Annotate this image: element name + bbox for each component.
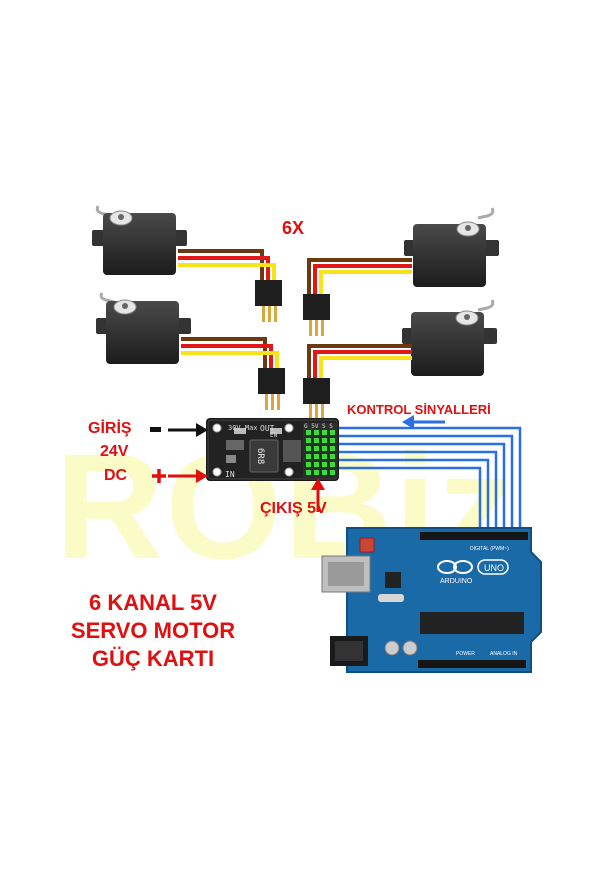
servo-motor-top-left: [92, 205, 187, 275]
header-pin: [306, 430, 311, 435]
servo-motor-bottom-left: [96, 292, 191, 364]
header-pin: [330, 446, 335, 451]
header-pin: [330, 438, 335, 443]
header-pin: [314, 438, 319, 443]
header-pin: [306, 462, 311, 467]
input-minus-arrow: [150, 423, 208, 437]
header-pin: [330, 430, 335, 435]
inductor-label: 6R8: [255, 448, 265, 464]
board-en-label: EN: [270, 432, 278, 439]
header-label: G 5V S S: [304, 423, 333, 430]
arduino-uno-board: [321, 527, 542, 673]
header-pin: [306, 470, 311, 475]
servo-cable-bottom-right: [307, 344, 412, 380]
header-pin: [314, 446, 319, 451]
input-label-line1: GİRİŞ: [88, 420, 132, 437]
servo-cable-bottom-left: [181, 337, 279, 370]
servo-count-label: 6X: [282, 218, 305, 238]
title-line3: GÜÇ KARTI: [91, 646, 215, 671]
arduino-name: ARDUINO: [440, 578, 473, 585]
header-pin: [314, 454, 319, 459]
board-in-label: IN: [225, 470, 235, 479]
header-pin: [314, 430, 319, 435]
header-pin: [322, 470, 327, 475]
servo-connector-2: [303, 294, 330, 336]
header-pin: [322, 446, 327, 451]
input-label-line3: DC: [104, 467, 128, 484]
arduino-power-label: POWER: [456, 651, 475, 657]
header-pin: [322, 454, 327, 459]
header-pin: [330, 462, 335, 467]
output-arrow: [311, 478, 325, 512]
header-pin: [322, 438, 327, 443]
control-signals-label: KONTROL SİNYALLERİ: [347, 402, 491, 417]
control-signal-arrow: [402, 415, 445, 429]
servo-connector-4: [303, 378, 330, 420]
header-pin: [306, 446, 311, 451]
arduino-analog-label: ANALOG IN: [490, 651, 518, 657]
header-pin: [330, 470, 335, 475]
input-label-line2: 24V: [100, 443, 129, 460]
control-signal-wires: [338, 426, 522, 528]
header-pin: [314, 462, 319, 467]
header-pin: [314, 470, 319, 475]
header-pin: [322, 462, 327, 467]
servo-motor-top-right: [404, 207, 499, 287]
board-max-label: 30V Max: [228, 424, 258, 432]
power-module-board: [206, 418, 339, 481]
header-pin: [306, 438, 311, 443]
input-plus-arrow: [152, 469, 208, 483]
servo-cable-top-right: [307, 258, 412, 296]
header-pin: [322, 430, 327, 435]
arduino-model: UNO: [484, 563, 504, 573]
title-line1: 6 KANAL 5V: [89, 590, 217, 615]
servo-cable-top-left: [178, 249, 276, 282]
servo-motor-bottom-right: [402, 299, 497, 376]
output-label: ÇIKIŞ 5V: [260, 500, 327, 517]
servo-connector-1: [255, 280, 282, 322]
header-pin: [306, 454, 311, 459]
title-line2: SERVO MOTOR: [70, 618, 236, 643]
servo-connector-3: [258, 368, 285, 410]
board-out-label: OUT: [260, 424, 275, 433]
arduino-digital-label: DIGITAL (PWM~): [470, 546, 509, 552]
output-header-pins: [306, 430, 335, 475]
header-pin: [330, 454, 335, 459]
